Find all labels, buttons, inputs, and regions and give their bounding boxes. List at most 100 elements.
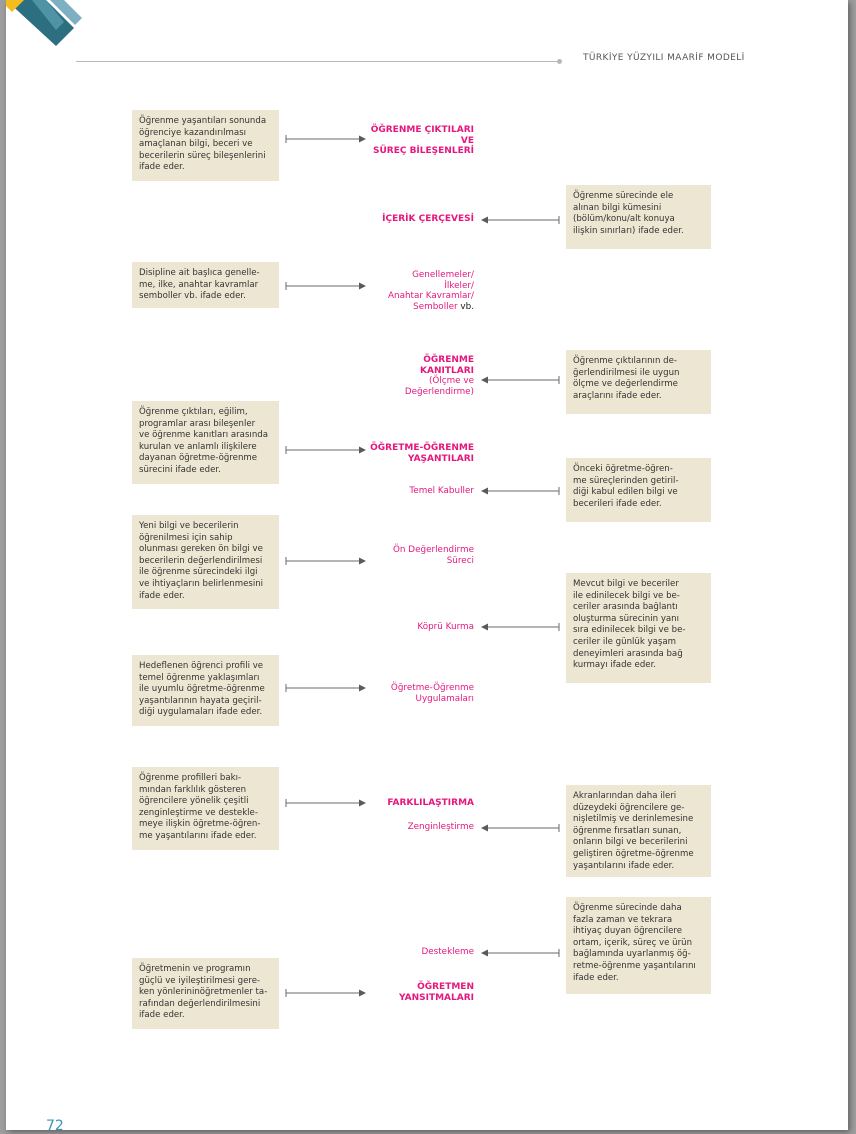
label-line: SÜREÇ BİLEŞENLERİ bbox=[372, 146, 474, 156]
box-line: mından farklılık gösteren bbox=[139, 784, 247, 795]
label-line: Ön Değerlendirme bbox=[393, 545, 474, 555]
box-line: ğerlendirilmesi ile uygun bbox=[573, 367, 680, 378]
label-on-degerlendirme: Ön Değerlendirme Süreci bbox=[393, 545, 474, 566]
box-line: kurulan ve anlamlı ilişkilere bbox=[139, 441, 257, 452]
label-line: YAŞANTILARI bbox=[407, 453, 474, 464]
label-farklilastirma: FARKLILAŞTIRMA bbox=[387, 798, 474, 809]
box-line: öğrencilere yönelik çeşitli bbox=[139, 796, 249, 807]
label-line: ÖĞRETMEN bbox=[417, 982, 474, 992]
label-suffix: vb. bbox=[457, 301, 474, 312]
box-line: programlar arası bileşenler bbox=[139, 418, 256, 429]
label-zenginlestirme: Zenginleştirme bbox=[408, 822, 474, 833]
box-line: amaçlanan bilgi, beceri ve bbox=[139, 139, 253, 150]
label-line-part: Semboller bbox=[413, 301, 458, 312]
box-line: temel öğrenme yaklaşımları bbox=[139, 672, 260, 683]
box-line: düzeydeki öğrencilere ge- bbox=[573, 802, 685, 813]
label-line: Öğretme-Öğrenme bbox=[390, 683, 474, 693]
box-line: deneyimleri arasında bağ bbox=[573, 648, 683, 659]
right-box-ogrenme-kanitlari: Öğrenme çıktılarının de- ğerlendirilmesi… bbox=[566, 350, 711, 414]
label-line: İlkeler/ bbox=[444, 280, 474, 291]
box-line: ilişkin sınırları) ifade eder. bbox=[573, 225, 684, 236]
label-line: Zenginleştirme bbox=[407, 822, 474, 832]
left-box-uygulamalar: Hedeflenen öğrenci profili ve temel öğre… bbox=[132, 655, 279, 726]
left-box-genellemeler: Disipline ait başlıca genelle- me, ilke,… bbox=[132, 262, 279, 308]
box-line: öğrenciye kazandırılması bbox=[139, 127, 246, 138]
header-rule bbox=[76, 61, 560, 62]
corner-shape-lightblue bbox=[50, 0, 82, 25]
box-line: Öğrenme sürecinde ele bbox=[573, 191, 674, 201]
left-box-yansitmalar: Öğretmenin ve programın güçlü ve iyileşt… bbox=[132, 958, 279, 1029]
box-line: becerileri ifade eder. bbox=[573, 498, 662, 509]
left-box-ogrenme-ciktilari: Öğrenme yaşantıları sonunda öğrenciye ka… bbox=[132, 110, 279, 181]
box-line: ortam, içerik, süreç ve ürün bbox=[573, 937, 693, 948]
box-line: rafından değerlendirilmesini bbox=[139, 998, 261, 1009]
label-line: Semboller vb. bbox=[388, 302, 474, 313]
left-box-ogretme-ogrenme-yasantilari: Öğrenme çıktıları, eğilim, programlar ar… bbox=[132, 401, 279, 484]
box-line: (bölüm/konu/alt konuya bbox=[573, 214, 675, 225]
label-ogretme-ogrenme-yasantilari: ÖĞRETME-ÖĞRENME YAŞANTILARI bbox=[370, 443, 474, 464]
box-line: ken yönlerininöğretmenler ta- bbox=[139, 987, 268, 998]
box-line: Hedeflenen öğrenci profili ve bbox=[139, 661, 264, 671]
box-line: yaşantılarını ifade eder. bbox=[573, 860, 675, 871]
box-line: Akranlarından daha ileri bbox=[573, 791, 677, 801]
box-line: ölçme ve değerlendirme bbox=[573, 379, 678, 390]
box-line: becerilerin süreç bileşenlerini bbox=[139, 150, 266, 161]
box-line: olunması gereken ön bilgi ve bbox=[139, 544, 263, 555]
label-line: FARKLILAŞTIRMA bbox=[387, 798, 474, 808]
box-line: Öğrenme çıktıları, eğilim, bbox=[139, 407, 248, 417]
box-line: me, ilke, anahtar kavramlar bbox=[139, 279, 259, 290]
box-line: güçlü ve iyileştirilmesi gere- bbox=[139, 975, 261, 986]
box-line: ifade eder. bbox=[139, 590, 185, 601]
box-line: ile edinilecek bilgi ve be- bbox=[573, 590, 680, 601]
box-line: ceriler arasında bağlantı bbox=[573, 602, 678, 613]
running-header: TÜRKİYE YÜZYILI MAARİF MODELİ bbox=[583, 53, 745, 63]
box-line: Öğrenme yaşantıları sonunda bbox=[139, 116, 267, 126]
box-line: Öğrenme çıktılarının de- bbox=[573, 356, 677, 366]
box-line: Mevcut bilgi ve beceriler bbox=[573, 579, 679, 589]
label-uygulamalar: Öğretme-Öğrenme Uygulamaları bbox=[391, 683, 474, 704]
right-box-kopru-kurma: Mevcut bilgi ve beceriler ile edinilecek… bbox=[566, 573, 711, 683]
box-line: ve öğrenme kanıtları arasında bbox=[139, 430, 268, 441]
label-destekleme: Destekleme bbox=[421, 947, 474, 958]
box-line: dayanan öğretme-öğrenme bbox=[139, 453, 258, 464]
label-line: Köprü Kurma bbox=[417, 622, 474, 632]
box-line: diği kabul edilen bilgi ve bbox=[573, 487, 678, 498]
label-line: Genellemeler/ bbox=[412, 270, 474, 280]
box-line: öğrenme fırsatları sunan, bbox=[573, 825, 682, 836]
label-line: Destekleme bbox=[421, 947, 474, 957]
label-genellemeler: Genellemeler/ İlkeler/ Anahtar Kavramlar… bbox=[388, 270, 474, 312]
box-line: Disipline ait başlıca genelle- bbox=[139, 268, 260, 278]
box-line: retme-öğrenme yaşantılarını bbox=[573, 960, 696, 971]
box-line: me süreçlerinden getiril- bbox=[573, 475, 679, 486]
label-line: Temel Kabuller bbox=[409, 486, 474, 496]
box-line: alınan bilgi kümesini bbox=[573, 202, 662, 213]
label-line: ÖĞRETME-ÖĞRENME bbox=[370, 443, 474, 453]
box-line: me yaşantılarını ifade eder. bbox=[139, 830, 257, 841]
box-line: araçlarını ifade eder. bbox=[573, 390, 662, 401]
label-line: Değerlendirme) bbox=[404, 386, 474, 397]
label-icerik-cercevesi: İÇERİK ÇERÇEVESİ bbox=[382, 214, 474, 225]
box-line: ihtiyaç duyan öğrencilere bbox=[573, 926, 683, 937]
box-line: Öğrenme profilleri bakı- bbox=[139, 773, 242, 783]
box-line: sıra edinilecek bilgi ve be- bbox=[573, 625, 686, 636]
box-line: Önceki öğretme-öğren- bbox=[573, 464, 673, 474]
label-yansitmalar: ÖĞRETMEN YANSITMALARI bbox=[399, 982, 474, 1003]
page-number: 72 bbox=[46, 1118, 64, 1130]
box-line: kurmayı ifade eder. bbox=[573, 660, 657, 671]
box-line: ifade eder. bbox=[139, 162, 185, 173]
box-line: geliştiren öğretme-öğrenme bbox=[573, 848, 694, 859]
box-line: bağlamında uyarlanmış öğ- bbox=[573, 949, 691, 960]
label-line: VE bbox=[460, 135, 474, 146]
label-temel-kabuller: Temel Kabuller bbox=[409, 486, 474, 497]
corner-shape-mid bbox=[32, 0, 64, 30]
box-line: oluşturma sürecinin yanı bbox=[573, 613, 680, 624]
label-line: (Ölçme ve bbox=[428, 376, 474, 386]
box-line: onların bilgi ve becerilerini bbox=[573, 837, 688, 848]
label-line: Anahtar Kavramlar/ bbox=[387, 291, 474, 301]
box-line: ceriler ile günlük yaşam bbox=[573, 636, 677, 647]
box-line: Öğretmenin ve programın bbox=[139, 964, 251, 974]
box-line: ifade eder. bbox=[139, 1010, 185, 1021]
box-line: ile öğrenme sürecindeki ilgi bbox=[139, 567, 258, 578]
label-line: ÖĞRENME bbox=[423, 355, 474, 365]
label-olcme-degerlendirme: (Ölçme ve Değerlendirme) bbox=[405, 376, 474, 397]
